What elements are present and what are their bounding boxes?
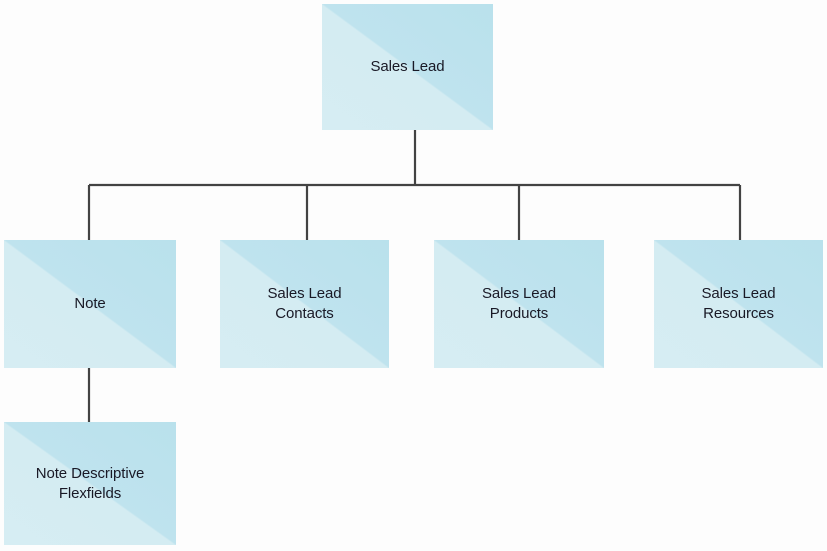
node-sales-lead-products[interactable]: Sales Lead Products: [434, 240, 604, 368]
node-note-label: Note: [74, 295, 106, 312]
node-note[interactable]: Note: [4, 240, 176, 368]
node-note-descriptive-flexfields-label: Note Descriptive Flexfields: [35, 464, 145, 502]
node-note-descriptive-flexfields[interactable]: Note Descriptive Flexfields: [4, 422, 176, 545]
node-sales-lead-label: Sales Lead: [370, 58, 445, 75]
node-sales-lead[interactable]: Sales Lead: [322, 4, 493, 130]
node-sales-lead-resources-label: Sales Lead Resources: [701, 285, 776, 322]
node-sales-lead-resources[interactable]: Sales Lead Resources: [654, 240, 823, 368]
node-sales-lead-contacts-label: Sales Lead Contacts: [267, 285, 342, 322]
node-sales-lead-contacts[interactable]: Sales Lead Contacts: [220, 240, 389, 368]
node-sales-lead-products-label: Sales Lead Products: [481, 285, 557, 322]
